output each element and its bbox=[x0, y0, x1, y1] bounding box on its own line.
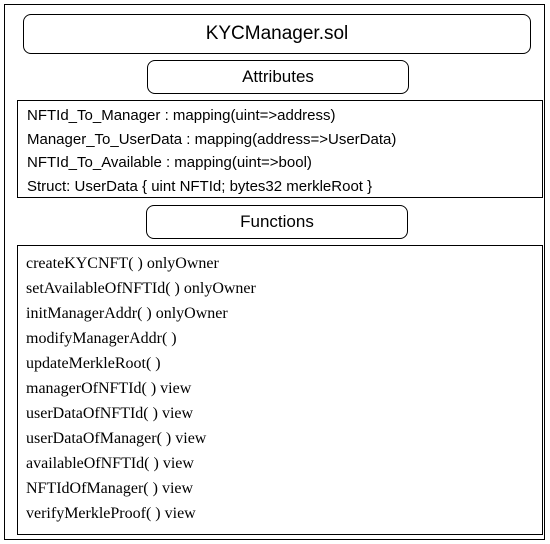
function-item: initManagerAddr( ) onlyOwner bbox=[26, 305, 228, 322]
function-item: verifyMerkleProof( ) view bbox=[26, 505, 196, 522]
function-item: userDataOfNFTId( ) view bbox=[26, 405, 194, 422]
functions-header: Functions bbox=[146, 205, 408, 239]
attributes-box: NFTId_To_Manager : mapping(uint=>address… bbox=[17, 100, 543, 198]
function-item: updateMerkleRoot( ) bbox=[26, 355, 161, 372]
function-item: modifyManagerAddr( ) bbox=[26, 330, 177, 347]
attribute-item: Manager_To_UserData : mapping(address=>U… bbox=[27, 130, 397, 148]
function-item: userDataOfManager( ) view bbox=[26, 430, 207, 447]
contract-diagram: KYCManager.sol Attributes NFTId_To_Manag… bbox=[4, 4, 545, 540]
function-item: availableOfNFTId( ) view bbox=[26, 455, 194, 472]
attributes-list: NFTId_To_Manager : mapping(uint=>address… bbox=[27, 104, 542, 198]
attribute-item: NFTId_To_Manager : mapping(uint=>address… bbox=[27, 107, 336, 124]
functions-box: createKYCNFT( ) onlyOwner setAvailableOf… bbox=[17, 245, 543, 535]
function-item: setAvailableOfNFTId( ) onlyOwner bbox=[26, 280, 256, 297]
attributes-header: Attributes bbox=[147, 60, 409, 94]
contract-title: KYCManager.sol bbox=[23, 14, 531, 54]
attribute-item: Struct: UserData { uint NFTId; bytes32 m… bbox=[27, 177, 373, 195]
function-item: managerOfNFTId( ) view bbox=[26, 380, 192, 397]
function-item: createKYCNFT( ) onlyOwner bbox=[26, 255, 219, 272]
functions-list: createKYCNFT( ) onlyOwner setAvailableOf… bbox=[26, 251, 542, 526]
attribute-item: NFTId_To_Available : mapping(uint=>bool) bbox=[27, 154, 312, 171]
function-item: NFTIdOfManager( ) view bbox=[26, 480, 194, 497]
